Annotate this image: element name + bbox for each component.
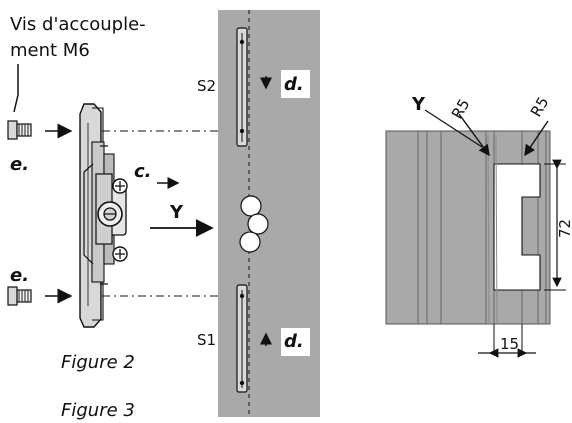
dimension-15-label: 15 — [500, 335, 519, 353]
s1-label: S1 — [197, 331, 216, 349]
bottom-screw-icon — [7, 286, 32, 306]
top-slot-rail — [236, 27, 248, 147]
step-e-top-label: e. — [10, 154, 29, 175]
screw-label-line-1: Vis d'accouple- — [10, 14, 146, 35]
step-d-top-label: d. — [284, 74, 304, 95]
mounting-bracket-assembly — [79, 103, 128, 328]
step-e-bottom-label: e. — [10, 265, 29, 286]
three-hole-pattern — [239, 195, 269, 253]
top-screw-icon — [7, 120, 32, 140]
view-y-left-label: Y — [169, 202, 184, 223]
step-d-bottom-box — [281, 328, 310, 356]
bottom-slot-rail — [236, 284, 248, 393]
screw-label-line-2: ment M6 — [10, 40, 90, 61]
right-profile-section — [385, 130, 551, 325]
right-radius-arrow — [524, 120, 549, 157]
y-right-leader — [424, 109, 483, 148]
figure-2-caption: Figure 2 — [61, 352, 135, 373]
label-leader-line — [13, 64, 19, 113]
view-y-right-label: Y — [411, 94, 426, 115]
dimension-72-label: 72 — [556, 219, 572, 238]
right-radius-label: R5 — [527, 94, 553, 120]
figure-3-caption: Figure 3 — [61, 400, 135, 421]
s2-label: S2 — [197, 77, 216, 95]
step-c-label: c. — [134, 161, 152, 182]
left-radius-arrow — [458, 113, 490, 157]
step-d-bottom-label: d. — [284, 331, 304, 352]
step-d-top-box — [281, 70, 310, 98]
left-radius-label: R5 — [448, 96, 474, 122]
